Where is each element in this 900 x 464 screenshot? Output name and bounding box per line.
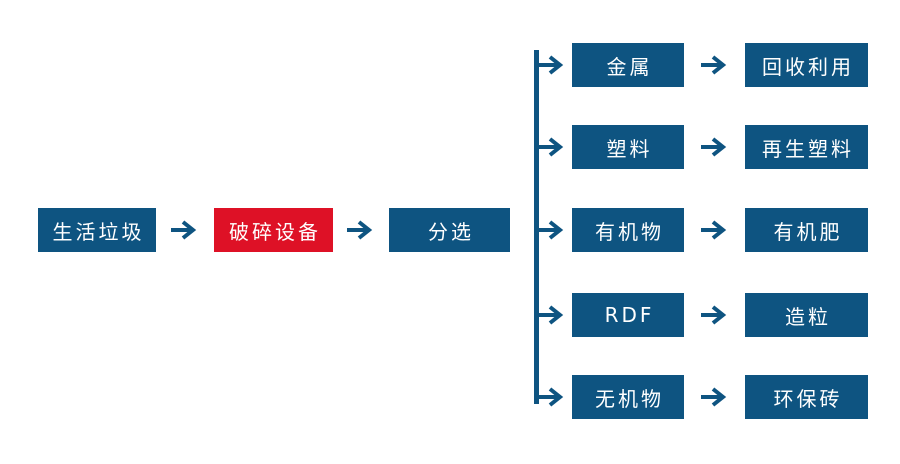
node-material: 无机物 xyxy=(572,375,684,419)
node-material: RDF xyxy=(572,293,684,337)
branch-row-rdf: RDF 造粒 xyxy=(0,293,900,337)
node-sorting: 分选 xyxy=(389,208,510,252)
arrow-right-icon xyxy=(538,387,564,407)
arrow-right-icon xyxy=(538,220,564,240)
branch-row-organic: 有机物 有机肥 xyxy=(0,208,900,252)
branch-row-metal: 金属 回收利用 xyxy=(0,43,900,87)
node-result: 有机肥 xyxy=(745,208,868,252)
branch-trunk-line xyxy=(534,50,539,404)
main-flow-row: 生活垃圾 破碎设备 分选 xyxy=(0,208,900,252)
node-material: 有机物 xyxy=(572,208,684,252)
arrow-right-icon xyxy=(538,305,564,325)
arrow-right-icon xyxy=(701,55,727,75)
branch-row-plastic: 塑料 再生塑料 xyxy=(0,125,900,169)
arrow-right-icon xyxy=(171,220,197,240)
arrow-right-icon xyxy=(538,55,564,75)
node-result: 回收利用 xyxy=(745,43,868,87)
arrow-right-icon xyxy=(701,305,727,325)
arrow-right-icon xyxy=(538,137,564,157)
node-result: 造粒 xyxy=(745,293,868,337)
arrow-right-icon xyxy=(347,220,373,240)
node-crushing-equipment: 破碎设备 xyxy=(214,208,333,252)
arrow-right-icon xyxy=(701,387,727,407)
arrow-right-icon xyxy=(701,220,727,240)
node-material: 金属 xyxy=(572,43,684,87)
node-result: 环保砖 xyxy=(745,375,868,419)
arrow-right-icon xyxy=(701,137,727,157)
node-material: 塑料 xyxy=(572,125,684,169)
node-result: 再生塑料 xyxy=(745,125,868,169)
branch-row-inorganic: 无机物 环保砖 xyxy=(0,375,900,419)
node-household-waste: 生活垃圾 xyxy=(38,208,156,252)
